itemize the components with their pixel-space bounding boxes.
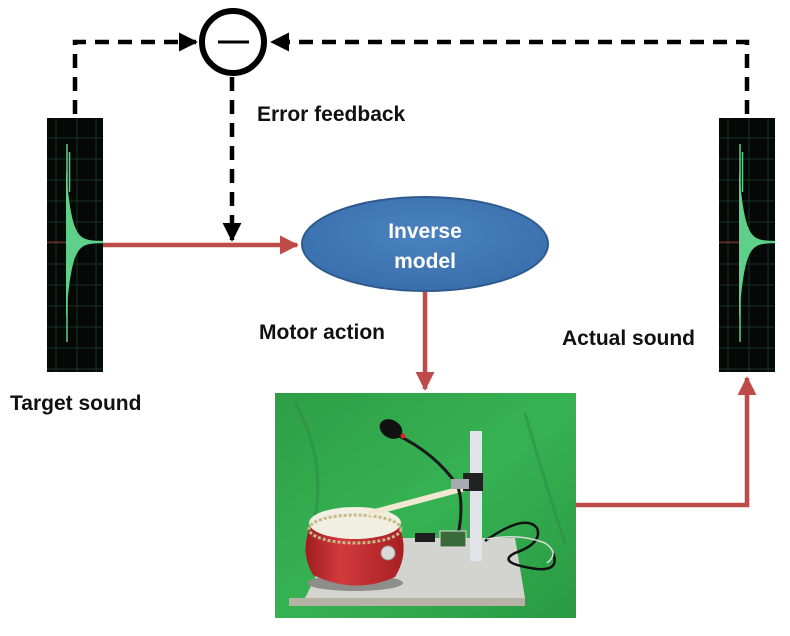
- fabric-fold: [523, 412, 567, 544]
- microphone-head: [379, 419, 403, 439]
- servo-bracket: [451, 479, 469, 489]
- drum: [305, 507, 404, 591]
- inverse-model-ellipse: [301, 196, 549, 292]
- inverse-model-label-line2: model: [394, 250, 456, 273]
- microphone-ring: [400, 433, 406, 439]
- robot-drum-photo: [275, 393, 576, 618]
- dashed-line-target-to-comparator: [72, 32, 198, 114]
- feedback-path: [72, 32, 750, 242]
- drum-emblem: [380, 545, 396, 561]
- drum-rim-studs: [307, 513, 403, 545]
- waveform-trace: [66, 169, 103, 319]
- motor-action-label: Motor action: [259, 321, 385, 344]
- arrow-robot-to-actual: [576, 376, 757, 508]
- target-sound-label: Target sound: [10, 392, 141, 415]
- control-board: [439, 530, 467, 548]
- actual-sound-waveform: [719, 118, 775, 372]
- drumstick: [368, 485, 468, 516]
- comparator: [199, 8, 267, 76]
- servo-post: [470, 431, 482, 561]
- dashed-line-actual-to-comparator: [270, 32, 750, 114]
- error-feedback-label: Error feedback: [257, 103, 406, 126]
- drum-head: [309, 507, 401, 539]
- target-sound-waveform: [47, 118, 103, 372]
- cable: [486, 536, 554, 564]
- inverse-model-label-line1: Inverse: [388, 220, 462, 243]
- base-plate-front-edge: [289, 598, 525, 606]
- waveform-trace: [739, 169, 775, 319]
- battery-box: [415, 533, 435, 542]
- inverse-model-node: Inverse model: [301, 196, 549, 292]
- actual-sound-label: Actual sound: [562, 327, 695, 350]
- signal-path: [103, 235, 757, 508]
- cable: [484, 521, 556, 571]
